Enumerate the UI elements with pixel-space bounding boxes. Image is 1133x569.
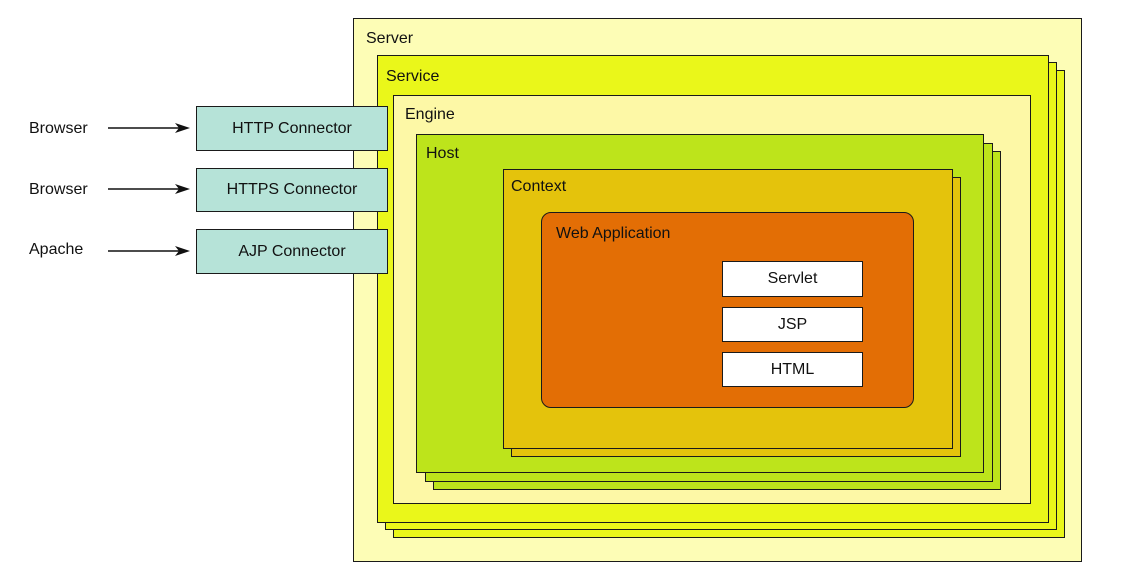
http-connector: HTTP Connector [196,106,388,151]
html-box: HTML [722,352,863,387]
ajp-connector: AJP Connector [196,229,388,274]
web-application-label: Web Application [556,225,671,242]
jsp-box: JSP [722,307,863,342]
servlet-box: Servlet [722,261,863,297]
host-label: Host [426,145,459,162]
arrow-browser-https [108,184,190,194]
context-label: Context [511,178,567,195]
arrow-apache-ajp [108,246,190,256]
service-label: Service [386,68,440,85]
client-browser-https: Browser [29,181,88,198]
https-connector: HTTPS Connector [196,168,388,212]
server-label: Server [366,30,414,47]
engine-label: Engine [405,106,455,123]
client-browser-http: Browser [29,120,88,137]
client-apache: Apache [29,241,84,258]
arrow-browser-http [108,123,190,133]
